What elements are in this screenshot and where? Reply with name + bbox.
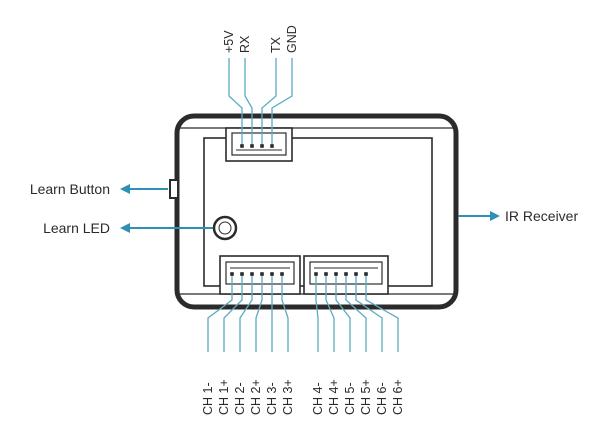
channel-label: CH 2+	[249, 379, 263, 415]
channel-pin	[344, 272, 348, 276]
channel-pin	[250, 272, 254, 276]
pin-label-5v: +5V	[222, 30, 236, 53]
channel-wire	[325, 274, 335, 352]
learn-button-nub[interactable]	[169, 179, 179, 199]
channel-pin	[260, 272, 264, 276]
channel-wire	[255, 274, 263, 352]
uart-wire	[244, 58, 253, 146]
channel-pin	[280, 272, 284, 276]
learn-led	[212, 215, 238, 241]
channel-labels: CH 1- CH 1+ CH 2- CH 2+ CH 3- CH 3+ CH 4…	[201, 379, 405, 415]
channel-wire	[315, 274, 319, 352]
channel-label: CH 3-	[265, 382, 279, 415]
channel-wire	[239, 274, 253, 352]
channel-label: CH 6+	[391, 379, 405, 415]
channel-wire	[223, 274, 243, 352]
uart-pin	[270, 144, 274, 148]
channel-label: CH 5-	[343, 382, 357, 415]
channel-pin	[364, 272, 368, 276]
ir-receiver-label: IR Receiver	[505, 208, 578, 224]
channel-pin	[354, 272, 358, 276]
uart-pin	[240, 144, 244, 148]
uart-wire	[271, 58, 293, 146]
channel-pin	[334, 272, 338, 276]
channel-pin	[230, 272, 234, 276]
channel-pin	[314, 272, 318, 276]
channel-label: CH 3+	[281, 379, 295, 415]
learn-led-label: Learn LED	[43, 220, 110, 236]
uart-wire	[261, 58, 277, 146]
channel-wires	[207, 272, 399, 352]
channel-wire	[281, 274, 289, 352]
channel-label: CH 1-	[201, 382, 215, 415]
channel-label: CH 2-	[233, 382, 247, 415]
channel-wire	[345, 274, 367, 352]
uart-pin	[250, 144, 254, 148]
channel-pin	[270, 272, 274, 276]
channel-wire	[355, 274, 383, 352]
pin-label-gnd: GND	[285, 25, 299, 53]
uart-wire	[228, 58, 243, 146]
pin-label-rx: RX	[238, 35, 252, 53]
channel-label: CH 4-	[311, 382, 325, 415]
channel-wire	[365, 274, 399, 352]
channel-wire	[207, 274, 233, 352]
channel-pin	[240, 272, 244, 276]
channel-wire	[335, 274, 351, 352]
uart-wires	[228, 58, 293, 148]
channel-label: CH 6-	[375, 382, 389, 415]
learn-button-label: Learn Button	[30, 181, 110, 197]
channel-label: CH 1+	[217, 379, 231, 415]
uart-connector	[225, 127, 293, 162]
channel-label: CH 4+	[327, 379, 341, 415]
uart-pin	[260, 144, 264, 148]
channel-label: CH 5+	[359, 379, 373, 415]
pin-label-tx: TX	[269, 36, 283, 53]
channel-pin	[324, 272, 328, 276]
